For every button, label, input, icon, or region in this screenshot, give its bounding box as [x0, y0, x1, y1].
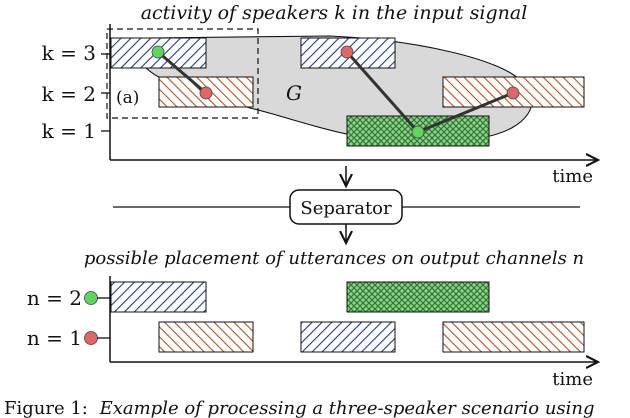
graph-edge-2 [345, 51, 420, 133]
row-label-n2: n = 2 [27, 286, 82, 310]
row-label-k2: k = 2 [42, 82, 96, 106]
graph-edge-3 [417, 91, 514, 134]
graph-node-red-2 [340, 45, 354, 59]
separator-label: Separator [300, 198, 392, 219]
row-label-n1: n = 1 [27, 326, 82, 350]
caption: Figure 1: Example of processing a three-… [4, 398, 595, 418]
output-n2-a [110, 281, 207, 313]
graph-node-green-1 [151, 45, 165, 59]
graph-node-red-1 [199, 86, 213, 100]
output-n1-c [442, 321, 585, 353]
top-time-label: time [552, 166, 593, 187]
subbox-a-label: (a) [116, 88, 139, 108]
graph-label: G [286, 81, 302, 105]
channel-node-red [84, 331, 98, 345]
bottom-time-label: time [552, 369, 593, 390]
top-title: activity of speakers k in the input sign… [141, 2, 528, 24]
graph-edge-1 [157, 50, 207, 95]
caption-text: Example of processing a three-speaker sc… [99, 398, 595, 418]
graph-node-green-2 [411, 125, 425, 139]
output-n1-b [300, 321, 396, 353]
channel-node-green [84, 291, 98, 305]
caption-prefix: Figure 1: [4, 398, 88, 418]
row-label-k1: k = 1 [42, 119, 96, 143]
graph-node-red-3 [506, 86, 520, 100]
output-n2-b [346, 281, 490, 313]
row-label-k3: k = 3 [42, 41, 96, 65]
output-n1-a [158, 321, 254, 353]
subbox-a [106, 28, 259, 119]
bottom-title: possible placement of utterances on outp… [84, 248, 584, 269]
